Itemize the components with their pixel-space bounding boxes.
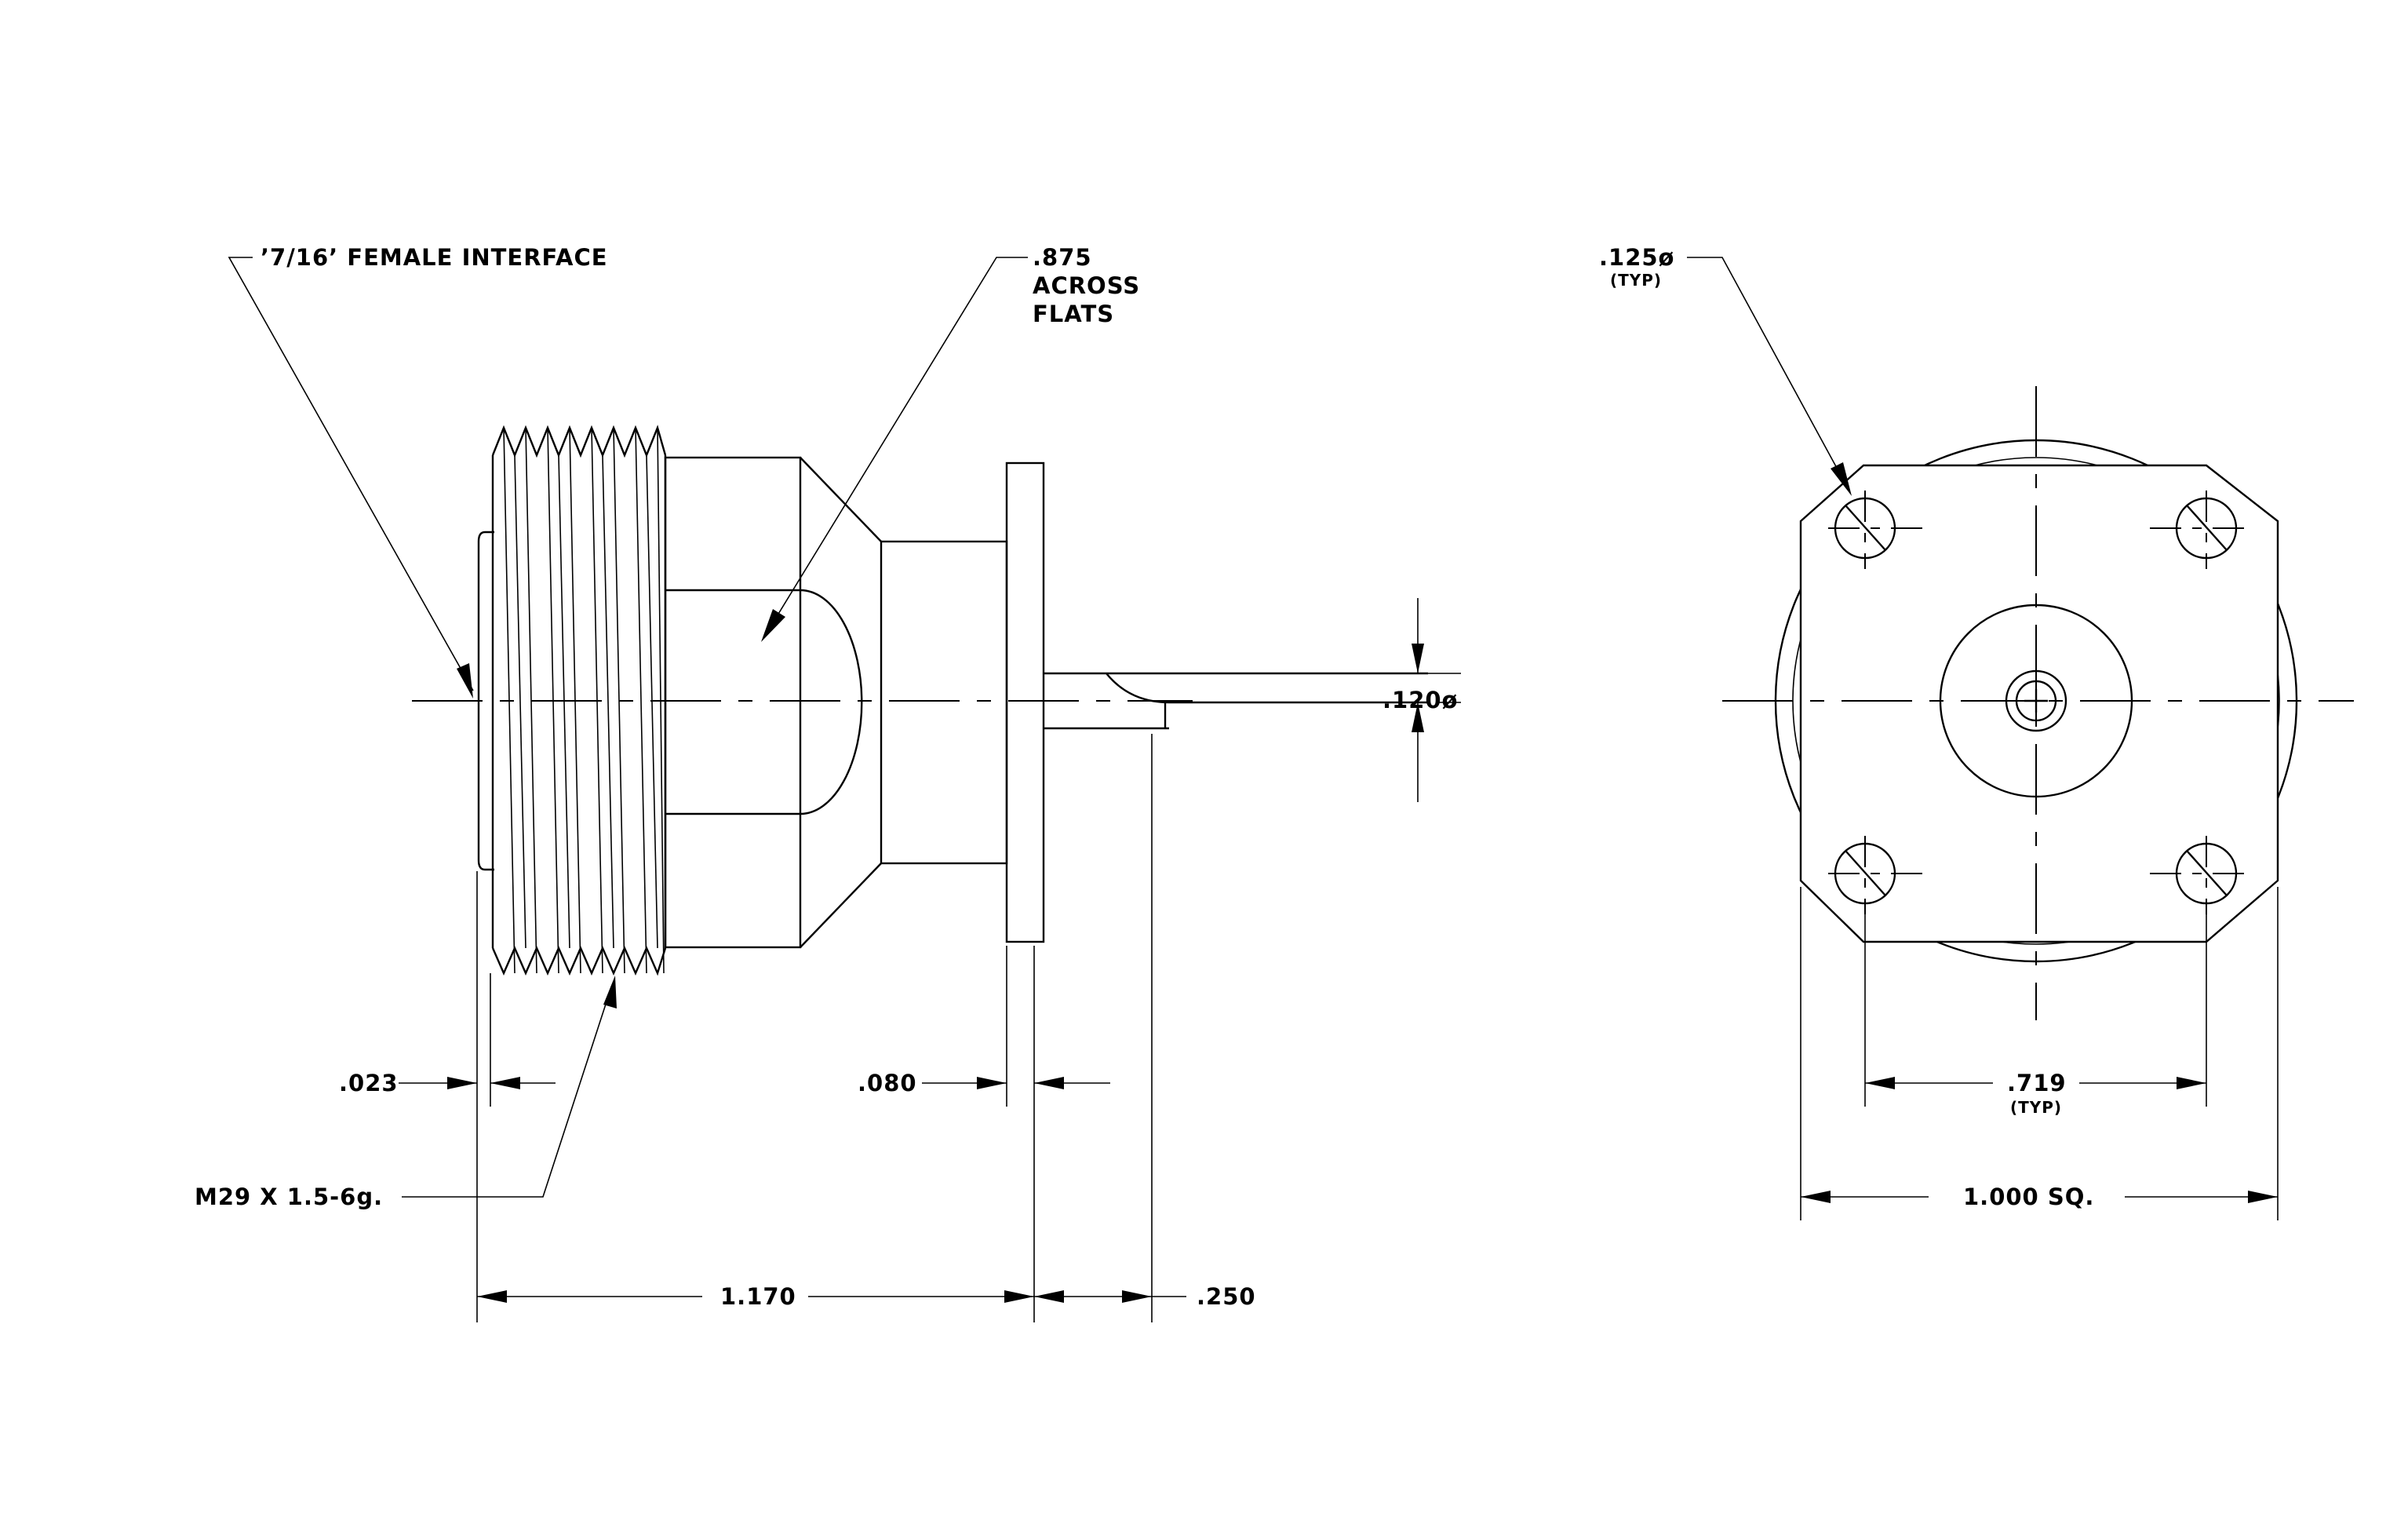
dim-lip	[399, 1077, 556, 1089]
label-pin-length: .250	[1197, 1283, 1256, 1310]
mounting-hole-bl	[1828, 836, 1922, 914]
label-bolt-spacing: .719	[2007, 1070, 2067, 1096]
label-pin-dia: .120ø	[1383, 687, 1458, 713]
dim-bolt-spacing	[1865, 1077, 2206, 1089]
leader-thread	[402, 976, 617, 1198]
dim-overall	[477, 1290, 1034, 1303]
neck	[880, 540, 1008, 865]
contact-outer	[2005, 669, 2067, 732]
mounting-hole-br	[2150, 836, 2244, 914]
label-interface: ’7/16’ FEMALE INTERFACE	[260, 244, 608, 271]
dim-flange	[922, 1077, 1110, 1089]
leader-hole-dia	[1687, 257, 1852, 496]
mounting-hole-tl	[1828, 491, 1922, 569]
dim-flange-size	[1801, 1191, 2278, 1203]
dim-pin-dia	[1240, 598, 1461, 802]
dim-pin-length	[1034, 1290, 1186, 1303]
label-thread: M29 X 1.5-6g.	[195, 1184, 383, 1210]
hex-body	[664, 456, 882, 949]
label-flats-2: ACROSS	[1033, 272, 1140, 299]
label-bolt-spacing-typ: (TYP)	[2010, 1098, 2062, 1117]
mounting-hole-tr	[2150, 491, 2244, 569]
label-flange: .080	[858, 1070, 917, 1096]
label-flats-1: .875	[1033, 244, 1092, 271]
dielectric-circle	[1939, 604, 2133, 798]
leader-across-flats	[761, 257, 1028, 642]
extension-lines-side	[476, 734, 1153, 1322]
front-view	[1722, 386, 2354, 1020]
extension-lines-front	[1800, 887, 2279, 1220]
label-lip: .023	[339, 1070, 399, 1096]
pin	[1044, 672, 1428, 730]
thread-body	[491, 425, 667, 976]
front-lip	[477, 531, 494, 871]
leader-interface	[228, 257, 474, 698]
label-flats-3: FLATS	[1033, 301, 1114, 327]
flange-side	[1005, 461, 1045, 943]
label-hole-dia-typ: (TYP)	[1610, 271, 1662, 290]
side-view	[412, 425, 1428, 976]
label-overall: 1.170	[720, 1283, 796, 1310]
label-hole-dia: .125ø	[1599, 244, 1674, 271]
label-flange-size: 1.000 SQ.	[1963, 1184, 2094, 1210]
contact-inner	[2015, 680, 2057, 722]
